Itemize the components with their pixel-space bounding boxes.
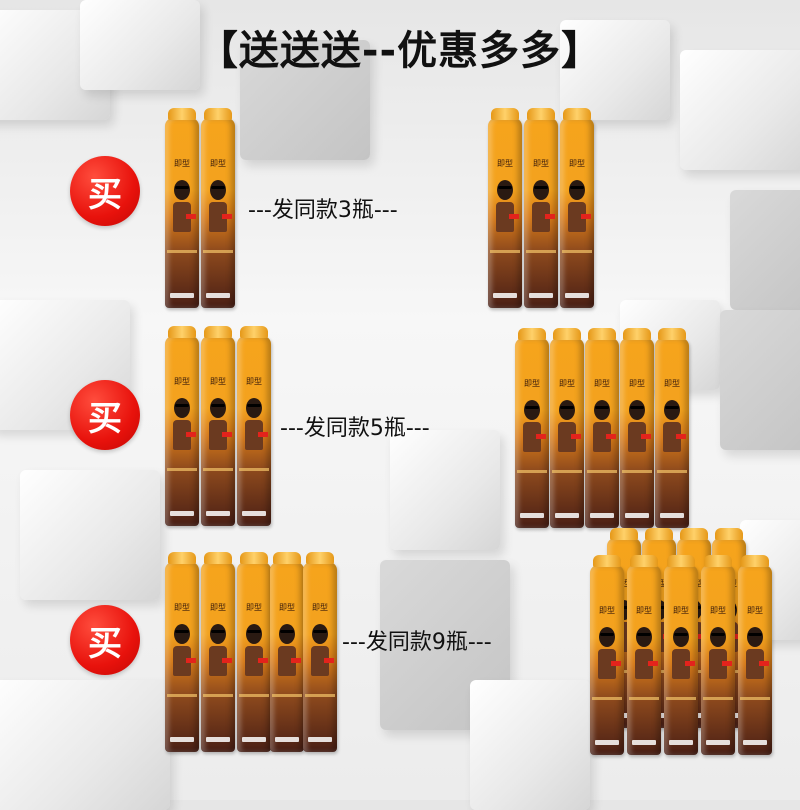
beard-face-icon bbox=[210, 180, 226, 200]
offer-text-3: ---发同款3瓶--- bbox=[248, 198, 398, 223]
beard-face-icon bbox=[673, 627, 689, 647]
spray-can: 即型 bbox=[738, 555, 772, 755]
beard-face-icon bbox=[312, 624, 328, 644]
background-cube bbox=[20, 470, 160, 600]
buy-badge: 买 bbox=[70, 380, 140, 450]
beard-face-icon bbox=[174, 180, 190, 200]
can-brand: 即型 bbox=[174, 603, 190, 612]
beard-face-icon bbox=[599, 627, 615, 647]
background-cube bbox=[730, 190, 800, 310]
can-brand: 即型 bbox=[664, 379, 680, 388]
spray-can: 即型 bbox=[488, 108, 522, 308]
spray-can: 即型 bbox=[585, 328, 619, 528]
spray-can: 即型 bbox=[201, 552, 235, 752]
beard-face-icon bbox=[524, 400, 540, 420]
can-brand: 即型 bbox=[636, 606, 652, 615]
spray-can: 即型 bbox=[237, 326, 271, 526]
beard-face-icon bbox=[174, 624, 190, 644]
beard-face-icon bbox=[636, 627, 652, 647]
can-brand: 即型 bbox=[497, 159, 513, 168]
can-brand: 即型 bbox=[524, 379, 540, 388]
beard-face-icon bbox=[559, 400, 575, 420]
can-brand: 即型 bbox=[594, 379, 610, 388]
background-cube bbox=[240, 40, 370, 160]
can-brand: 即型 bbox=[246, 603, 262, 612]
spray-can: 即型 bbox=[165, 326, 199, 526]
spray-can: 即型 bbox=[515, 328, 549, 528]
background-cube bbox=[720, 310, 800, 450]
can-brand: 即型 bbox=[747, 606, 763, 615]
beard-face-icon bbox=[569, 180, 585, 200]
buy-badge: 买 bbox=[70, 605, 140, 675]
spray-can: 即型 bbox=[627, 555, 661, 755]
background-cube bbox=[80, 0, 200, 90]
beard-face-icon bbox=[747, 627, 763, 647]
background-cube bbox=[560, 20, 670, 120]
can-brand: 即型 bbox=[569, 159, 585, 168]
beard-face-icon bbox=[210, 398, 226, 418]
can-brand: 即型 bbox=[279, 603, 295, 612]
beard-face-icon bbox=[533, 180, 549, 200]
can-brand: 即型 bbox=[174, 159, 190, 168]
spray-can: 即型 bbox=[303, 552, 337, 752]
promo-headline: 【送送送--优惠多多】 bbox=[197, 28, 603, 74]
buy-badge: 买 bbox=[70, 156, 140, 226]
can-brand: 即型 bbox=[246, 377, 262, 386]
beard-face-icon bbox=[246, 624, 262, 644]
spray-can: 即型 bbox=[655, 328, 689, 528]
can-brand: 即型 bbox=[210, 377, 226, 386]
can-brand: 即型 bbox=[616, 579, 632, 588]
spray-can: 即型 bbox=[560, 108, 594, 308]
offer-text-9: ---发同款9瓶--- bbox=[342, 630, 492, 655]
can-brand: 即型 bbox=[210, 603, 226, 612]
can-brand: 即型 bbox=[533, 159, 549, 168]
spray-can: 即型 bbox=[550, 328, 584, 528]
can-brand: 即型 bbox=[629, 379, 645, 388]
can-brand: 即型 bbox=[710, 606, 726, 615]
can-brand: 即型 bbox=[673, 606, 689, 615]
can-brand: 即型 bbox=[559, 379, 575, 388]
beard-face-icon bbox=[594, 400, 610, 420]
offer-text-5: ---发同款5瓶--- bbox=[280, 416, 430, 441]
beard-face-icon bbox=[246, 398, 262, 418]
beard-face-icon bbox=[629, 400, 645, 420]
can-brand: 即型 bbox=[210, 159, 226, 168]
spray-can: 即型 bbox=[664, 555, 698, 755]
can-brand: 即型 bbox=[312, 603, 328, 612]
beard-face-icon bbox=[497, 180, 513, 200]
spray-can: 即型 bbox=[270, 552, 304, 752]
spray-can: 即型 bbox=[201, 326, 235, 526]
beard-face-icon bbox=[710, 627, 726, 647]
beard-face-icon bbox=[279, 624, 295, 644]
spray-can: 即型 bbox=[165, 552, 199, 752]
background-cube bbox=[680, 50, 800, 170]
beard-face-icon bbox=[210, 624, 226, 644]
spray-can: 即型 bbox=[201, 108, 235, 308]
spray-can: 即型 bbox=[590, 555, 624, 755]
spray-can: 即型 bbox=[620, 328, 654, 528]
spray-can: 即型 bbox=[165, 108, 199, 308]
can-brand: 即型 bbox=[174, 377, 190, 386]
spray-can: 即型 bbox=[524, 108, 558, 308]
beard-face-icon bbox=[664, 400, 680, 420]
beard-face-icon bbox=[174, 398, 190, 418]
can-brand: 即型 bbox=[599, 606, 615, 615]
background-cube bbox=[0, 680, 170, 810]
spray-can: 即型 bbox=[237, 552, 271, 752]
background-cube bbox=[470, 680, 590, 810]
background-cube bbox=[390, 430, 500, 550]
spray-can: 即型 bbox=[701, 555, 735, 755]
